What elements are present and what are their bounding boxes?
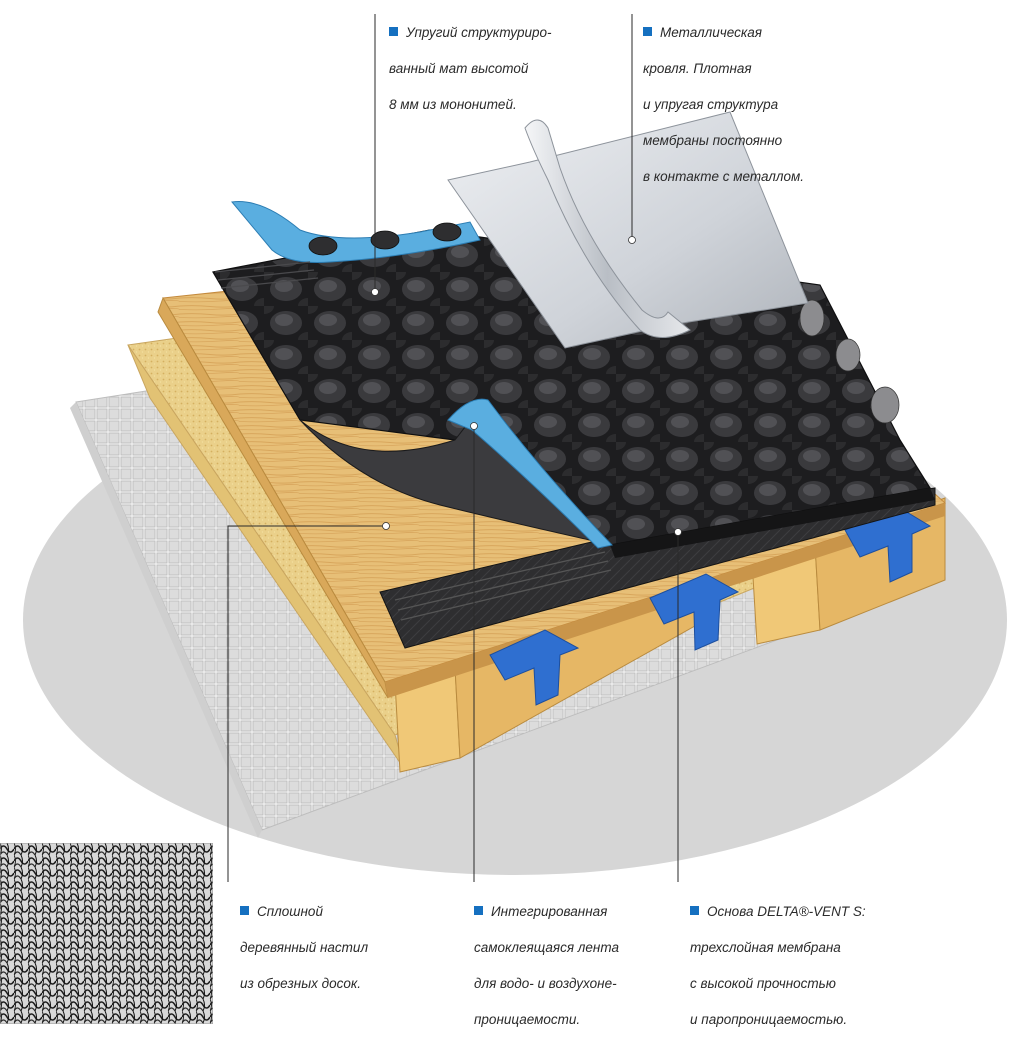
ventilation-arrows: [489, 507, 932, 706]
label-base-membrane: Основа DELTA®-VENT S: трехслойная мембра…: [690, 904, 866, 1027]
label-wood-decking: Сплошной деревянный настил из обрезных д…: [240, 904, 369, 991]
roof-layers-diagram: [23, 14, 1007, 882]
label-metal-roof: Металлическая кровля. Плотная и упругая …: [643, 25, 805, 184]
bullet-square-icon: [690, 906, 699, 915]
bullet-square-icon: [643, 27, 652, 36]
vent-arrow-3: [844, 507, 932, 583]
vapor-layer-edge: [70, 402, 262, 838]
filament-edge: [799, 299, 900, 424]
leader-lines: [227, 14, 679, 882]
bullet-square-icon: [389, 27, 398, 36]
mat-top-stripes: [214, 261, 319, 289]
metal-roof-sheet: [447, 111, 809, 349]
membrane-strip-ridges: [394, 551, 612, 621]
bullet-square-icon: [240, 906, 249, 915]
dimple-bumps-edge: [308, 222, 462, 256]
leader-dots: [371, 236, 682, 536]
metal-standing-seam: [524, 119, 691, 338]
leader-decking: [227, 525, 386, 882]
vent-arrow-2: [649, 573, 740, 651]
bullet-square-icon: [474, 906, 483, 915]
mat-front-edge: [610, 488, 935, 558]
base-membrane-strip: [379, 487, 936, 649]
label-adhesive-tape: Интегрированная самоклеящаяся лента для …: [474, 904, 619, 1027]
vent-arrow-1: [489, 629, 580, 706]
adhesive-tape-corner: [447, 398, 613, 549]
mat-closeup-photo: [0, 843, 213, 1024]
adhesive-tape-top: [231, 201, 481, 263]
label-structured-mat: Упругий структуриро- ванный мат высотой …: [389, 25, 552, 112]
